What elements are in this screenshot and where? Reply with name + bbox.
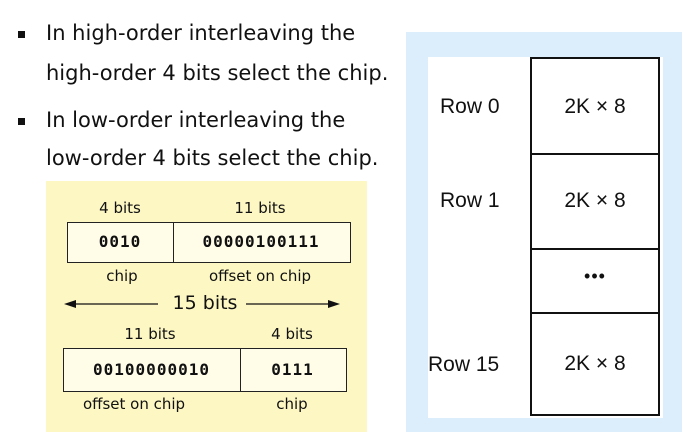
row-label: Row 15 [428, 353, 500, 376]
high-chip-label: chip [106, 267, 138, 285]
total-bits-arrow [64, 300, 340, 308]
chip-capacity-label: 2K × 8 [564, 352, 626, 375]
bullet-2-line-1: In low-order interleaving the [46, 108, 346, 132]
bullet-marker [18, 118, 25, 125]
high-offset-field-box [173, 222, 351, 263]
low-chip-field: 0111 [271, 360, 314, 379]
high-offset-bits-label: 11 bits [234, 199, 286, 217]
high-offset-label: offset on chip [208, 267, 312, 285]
low-offset-field-box [63, 348, 242, 392]
low-chip-bits-label: 4 bits [271, 325, 313, 343]
chip-capacity-label: 2K × 8 [564, 189, 626, 212]
bullet-2-line-2: low-order 4 bits select the chip. [46, 146, 379, 170]
chip-capacity-label: 2K × 8 [564, 95, 626, 118]
high-chip-field-box [67, 222, 175, 263]
bullet-1-line-2: high-order 4 bits select the chip. [46, 61, 389, 85]
high-chip-field: 0010 [98, 232, 142, 251]
row-label: Row 0 [440, 95, 500, 118]
bullet-1-line-1: In high-order interleaving the [46, 21, 356, 45]
memory-row-cell [530, 57, 660, 153]
low-offset-field: 00100000010 [93, 360, 210, 379]
bullet-marker [18, 31, 25, 38]
total-bits-label: 15 bits [172, 292, 238, 314]
high-offset-field: 00000100111 [202, 232, 320, 251]
low-chip-field-box [240, 348, 347, 392]
ellipsis-row-label: ••• [584, 266, 606, 286]
low-chip-label: chip [276, 395, 308, 413]
memory-row-cell [530, 248, 660, 312]
low-offset-label: offset on chip [82, 395, 186, 413]
low-offset-bits-label: 11 bits [124, 325, 176, 343]
row-label: Row 1 [440, 189, 500, 212]
memory-row-cell [530, 153, 660, 248]
high-chip-bits-label: 4 bits [99, 199, 141, 217]
memory-panel-inner [428, 57, 663, 418]
memory-row-cell [530, 312, 660, 416]
